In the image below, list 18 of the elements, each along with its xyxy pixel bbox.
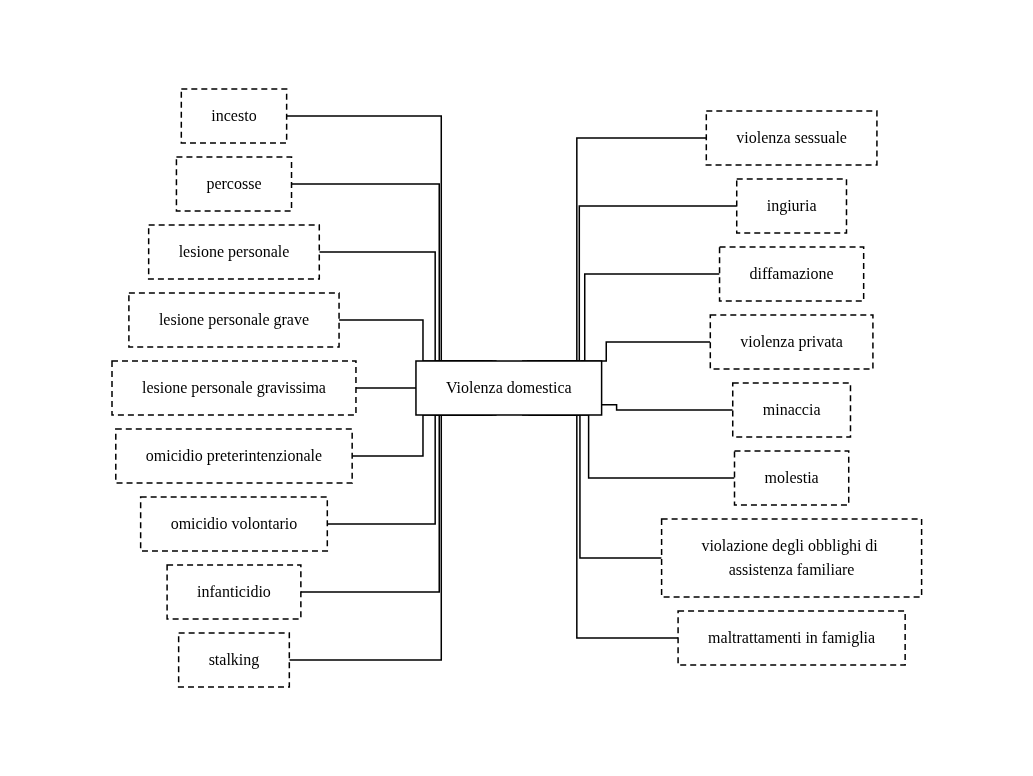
node-box: lesione personale bbox=[147, 224, 320, 280]
node-box: omicidio preterintenzionale bbox=[114, 428, 353, 484]
node-box: Violenza domestica bbox=[414, 360, 603, 416]
node-box: stalking bbox=[177, 632, 290, 688]
node-box: lesione personale gravissima bbox=[110, 360, 357, 416]
node-box: infanticidio bbox=[166, 564, 302, 620]
node-box: violenza sessuale bbox=[705, 110, 878, 166]
node-box: incesto bbox=[180, 88, 288, 144]
node-box: diffamazione bbox=[718, 246, 865, 302]
node-box: molestia bbox=[733, 450, 850, 506]
node-box: lesione personale grave bbox=[127, 292, 340, 348]
node-box: maltrattamenti in famiglia bbox=[677, 610, 906, 666]
node-box: violenza privata bbox=[709, 314, 874, 370]
node-box: violazione degli obblighi di assistenza familiare bbox=[660, 518, 923, 598]
node-box: ingiuria bbox=[735, 178, 847, 234]
node-box: percosse bbox=[175, 156, 292, 212]
node-box: omicidio volontario bbox=[139, 496, 328, 552]
node-box: minaccia bbox=[731, 382, 851, 438]
